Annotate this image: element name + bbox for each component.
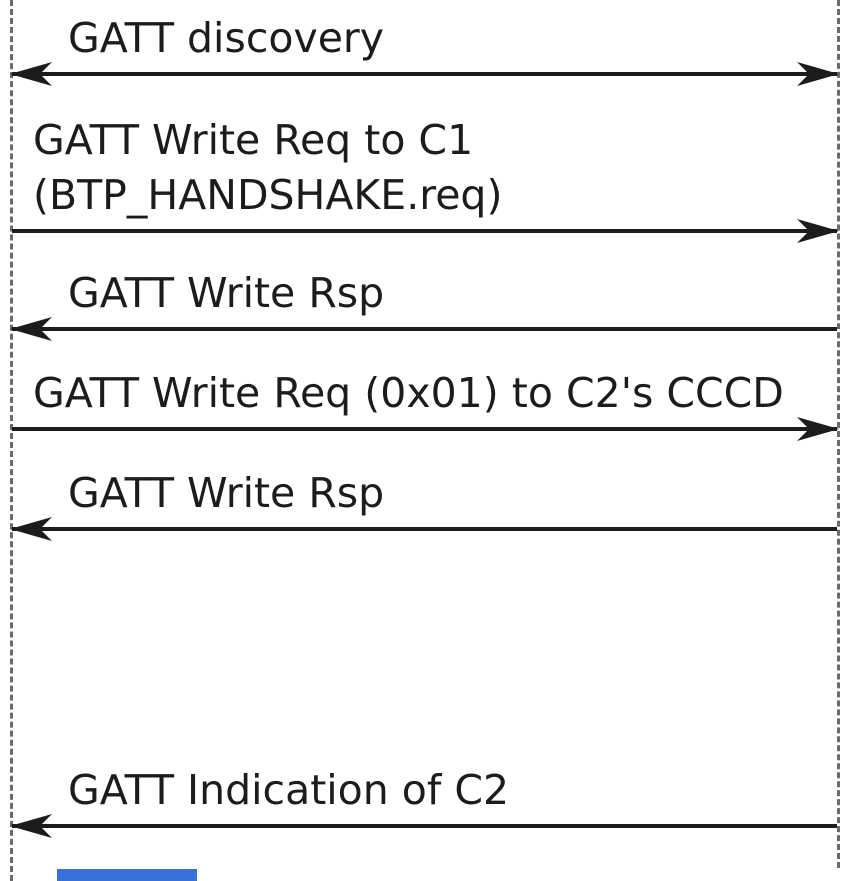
- arrowhead-right-icon: [797, 219, 839, 243]
- message-arrow-line: [12, 824, 837, 828]
- message-arrow-line: [12, 229, 837, 233]
- arrowhead-right-icon: [797, 417, 839, 441]
- lifeline-left: [10, 0, 13, 881]
- arrowhead-left-icon: [10, 317, 52, 341]
- message-arrow-line: [12, 72, 837, 76]
- message-arrow-line: [12, 427, 837, 431]
- message-arrow-line: [12, 327, 837, 331]
- message-label: GATT Write Rsp: [68, 269, 385, 317]
- arrowhead-right-icon: [797, 62, 839, 86]
- message-label: GATT Write Req (0x01) to C2's CCCD: [33, 369, 784, 417]
- arrowhead-left-icon: [10, 814, 52, 838]
- arrowhead-left-icon: [10, 517, 52, 541]
- arrowhead-left-icon: [10, 62, 52, 86]
- message-label: GATT Indication of C2: [68, 766, 510, 814]
- selection-highlight: [57, 869, 197, 881]
- message-label: GATT discovery: [68, 14, 385, 62]
- message-label: GATT Write Req to C1(BTP_HANDSHAKE.req): [33, 116, 503, 219]
- lifeline-right: [837, 0, 840, 868]
- message-arrow-line: [12, 527, 837, 531]
- message-label: GATT Write Rsp: [68, 469, 385, 517]
